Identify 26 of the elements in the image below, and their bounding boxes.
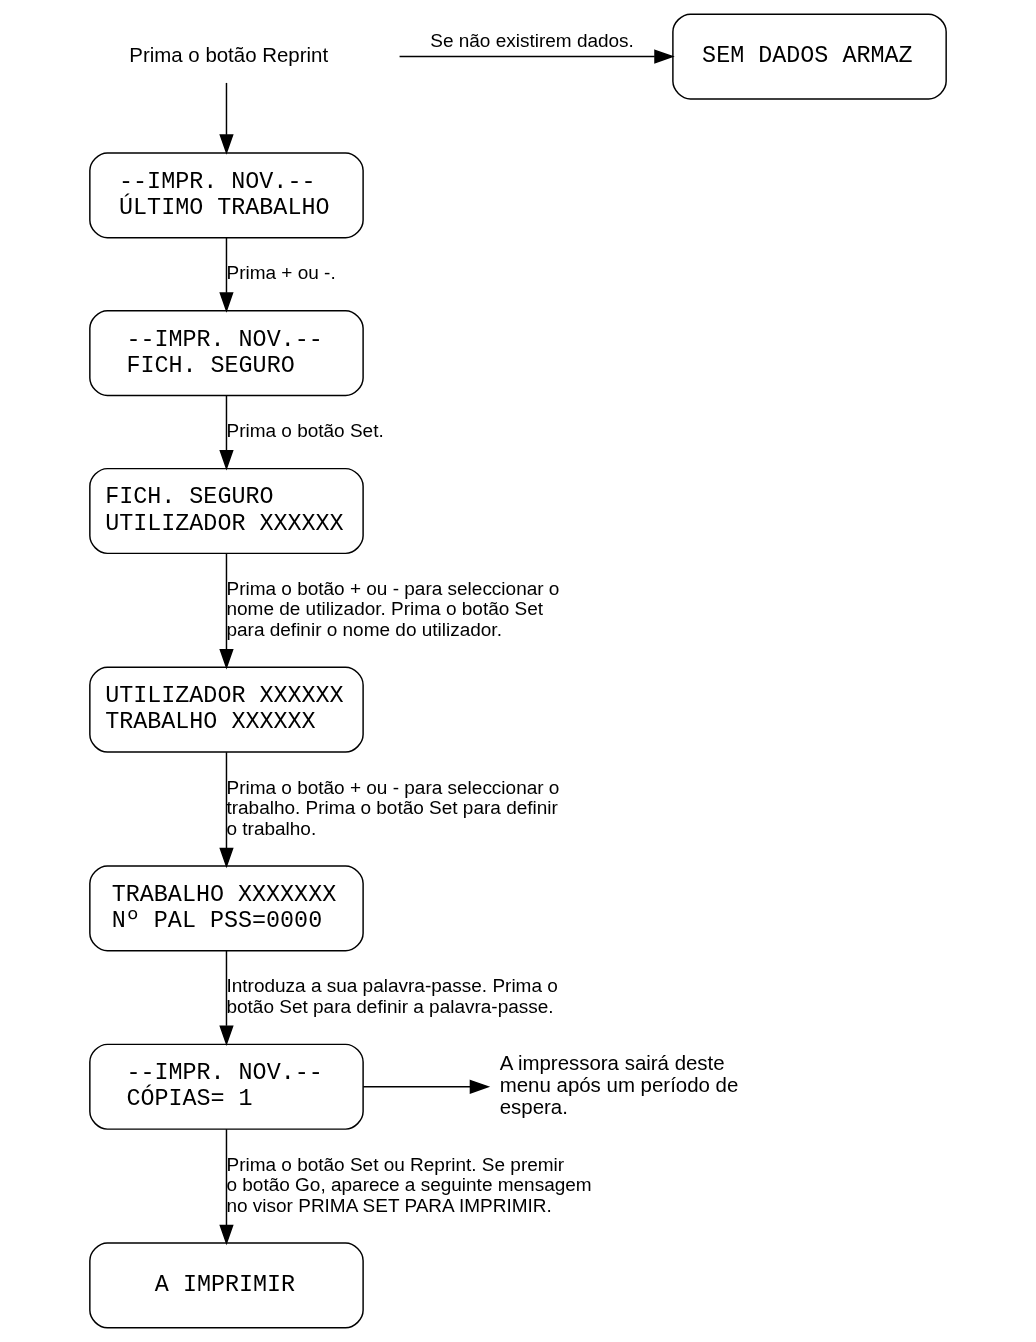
node-box: A IMPRIMIR xyxy=(89,1242,364,1329)
arrow xyxy=(219,82,234,155)
node-box: --IMPR. NOV.-- FICH. SEGURO xyxy=(89,310,364,397)
arrow xyxy=(219,552,234,670)
arrow xyxy=(219,1128,234,1246)
arrow xyxy=(362,1079,491,1094)
edge-label: Prima o botão Set ou Reprint. Se premir o botão Go, aparece a seguinte mensagem no visor PRIMA SET PARA IMPRIMIR. xyxy=(226,1153,592,1216)
edge-label: Prima + ou -. xyxy=(226,262,336,284)
edge-label: Introduza a sua palavra-passe. Prima o botão Set para definir a palavra-passe. xyxy=(226,975,558,1017)
node-box: UTILIZADOR XXXXXX TRABALHO XXXXXX xyxy=(89,666,364,753)
node-text: A impressora sairá deste menu após um período de espera. xyxy=(499,1051,739,1119)
arrow xyxy=(398,49,675,64)
arrow xyxy=(219,751,234,869)
node-box: --IMPR. NOV.-- ÚLTIMO TRABALHO xyxy=(89,152,364,239)
arrow xyxy=(219,395,234,471)
arrow xyxy=(219,237,234,313)
node-box: --IMPR. NOV.-- CÓPIAS= 1 xyxy=(89,1043,364,1130)
arrow xyxy=(219,950,234,1047)
node-box: SEM DADOS ARMAZ xyxy=(672,13,947,100)
edge-label: Prima o botão + ou - para seleccionar o nome de utilizador. Prima o botão Set para definir o nome do utilizador. xyxy=(226,577,560,640)
node-text: Prima o botão Reprint xyxy=(129,42,329,66)
edge-label: Se não existirem dados. xyxy=(430,29,634,51)
node-box: TRABALHO XXXXXXX Nº PAL PSS=0000 xyxy=(89,865,364,952)
edge-label: Prima o botão + ou - para seleccionar o trabalho. Prima o botão Set para definir o trabalho. xyxy=(226,776,560,839)
node-box: FICH. SEGURO UTILIZADOR XXXXXX xyxy=(89,467,364,555)
edge-label: Prima o botão Set. xyxy=(226,420,384,442)
